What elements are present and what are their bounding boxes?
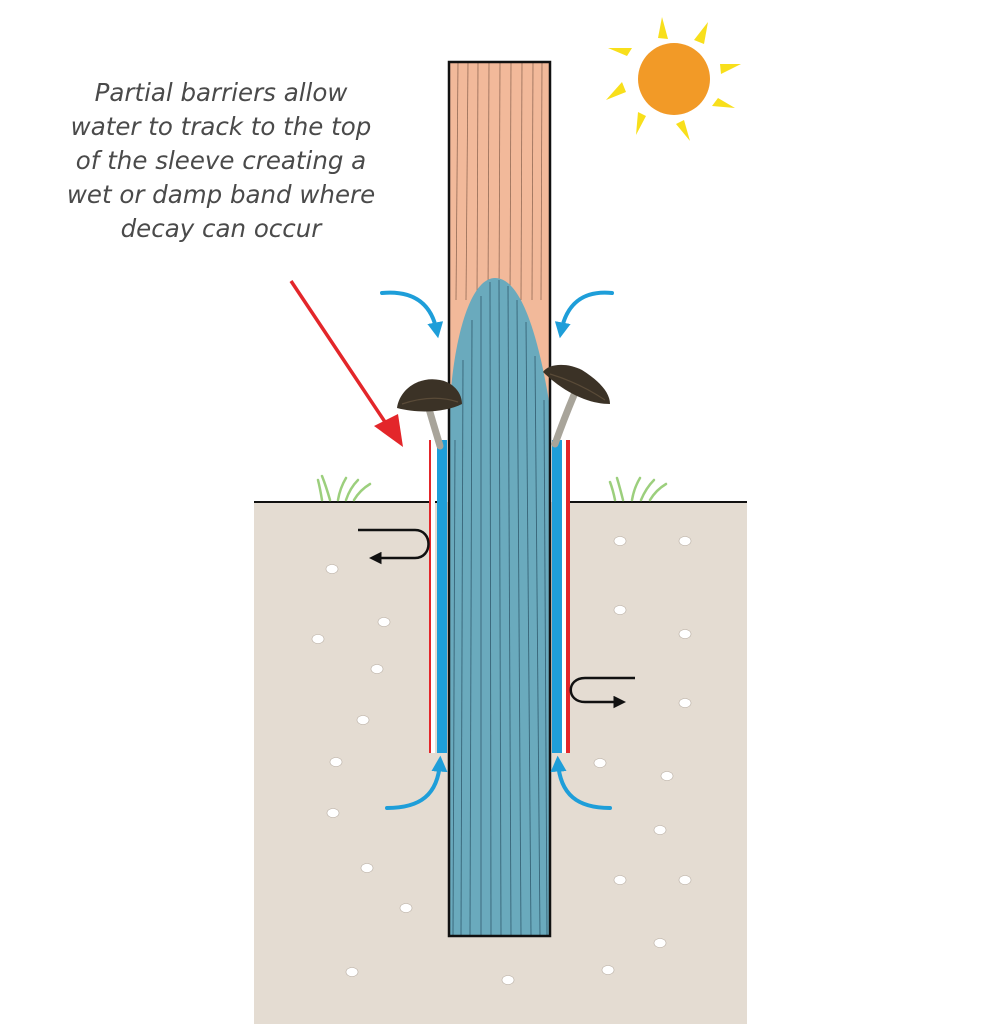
pebble	[660, 771, 674, 781]
pebble	[345, 967, 359, 977]
pebble	[360, 863, 374, 873]
annotation-line: water to track to the top	[70, 112, 372, 141]
pebble	[613, 875, 627, 885]
pebble	[653, 825, 667, 835]
pebble	[356, 715, 370, 725]
wooden-post	[447, 60, 552, 938]
pebble	[678, 698, 692, 708]
pebble	[501, 975, 515, 985]
water-turn-arrow-icon	[358, 528, 635, 709]
pebble	[326, 808, 340, 818]
pebble	[311, 634, 325, 644]
pebble	[613, 536, 627, 546]
pebble	[653, 938, 667, 948]
pebble	[613, 605, 627, 615]
pebble	[601, 965, 615, 975]
pebble	[325, 564, 339, 574]
pebble	[370, 664, 384, 674]
mushroom-icon	[397, 379, 462, 450]
pebble	[678, 536, 692, 546]
pointer-arrow-icon	[289, 280, 403, 447]
soil-pebbles	[311, 536, 692, 985]
sleeve-right	[552, 440, 570, 753]
pebble	[377, 617, 391, 627]
pebble	[329, 757, 343, 767]
wet-zone	[449, 278, 550, 936]
pebble	[399, 903, 413, 913]
annotation-line: wet or damp band where	[66, 180, 376, 209]
annotation-line: decay can occur	[120, 214, 322, 243]
sleeve-left	[429, 440, 447, 753]
annotation-line: Partial barriers allow	[94, 78, 348, 107]
sun-icon	[606, 17, 741, 141]
pebble	[593, 758, 607, 768]
water-flow-arrow-icon	[380, 290, 614, 810]
grass-tuft-icon	[608, 476, 668, 502]
pebble	[678, 629, 692, 639]
annotation-line: of the sleeve creating a	[75, 146, 367, 175]
annotation-text: Partial barriers allow water to track to…	[40, 76, 402, 246]
mushroom-icon	[543, 364, 610, 448]
pebble	[678, 875, 692, 885]
grass-tuft-icon	[316, 474, 372, 502]
